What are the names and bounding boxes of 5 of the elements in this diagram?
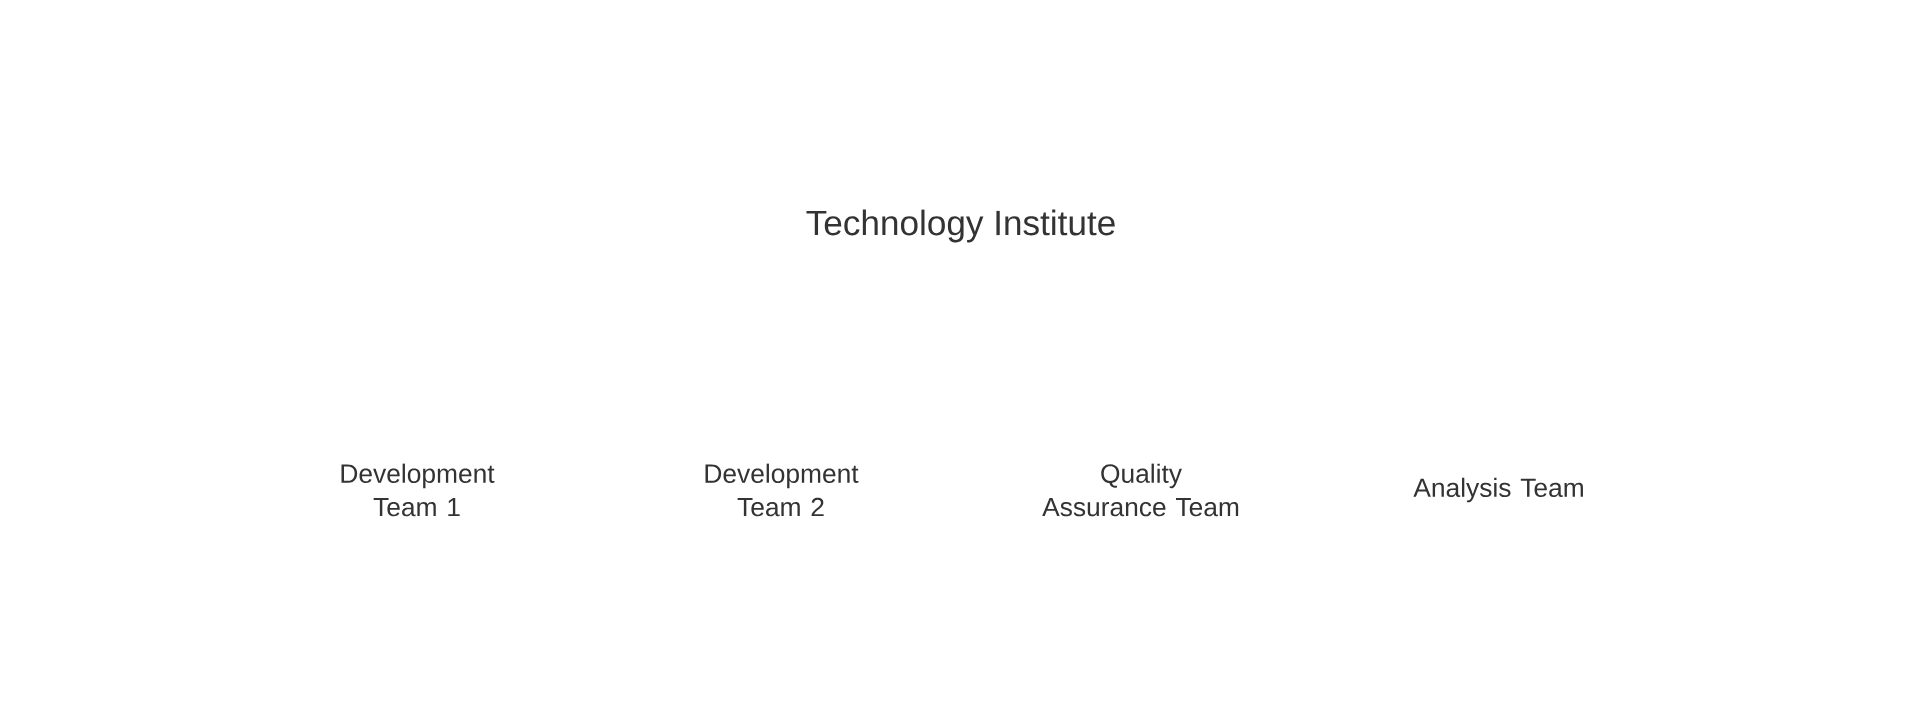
team-label: Analysis Team xyxy=(1413,477,1583,503)
title: Technology Institute xyxy=(806,209,1115,243)
team-label: Quality Assurance Team xyxy=(1042,463,1239,517)
team-label: Development Team 1 xyxy=(341,463,495,517)
team-label: Development Team 2 xyxy=(705,463,859,517)
